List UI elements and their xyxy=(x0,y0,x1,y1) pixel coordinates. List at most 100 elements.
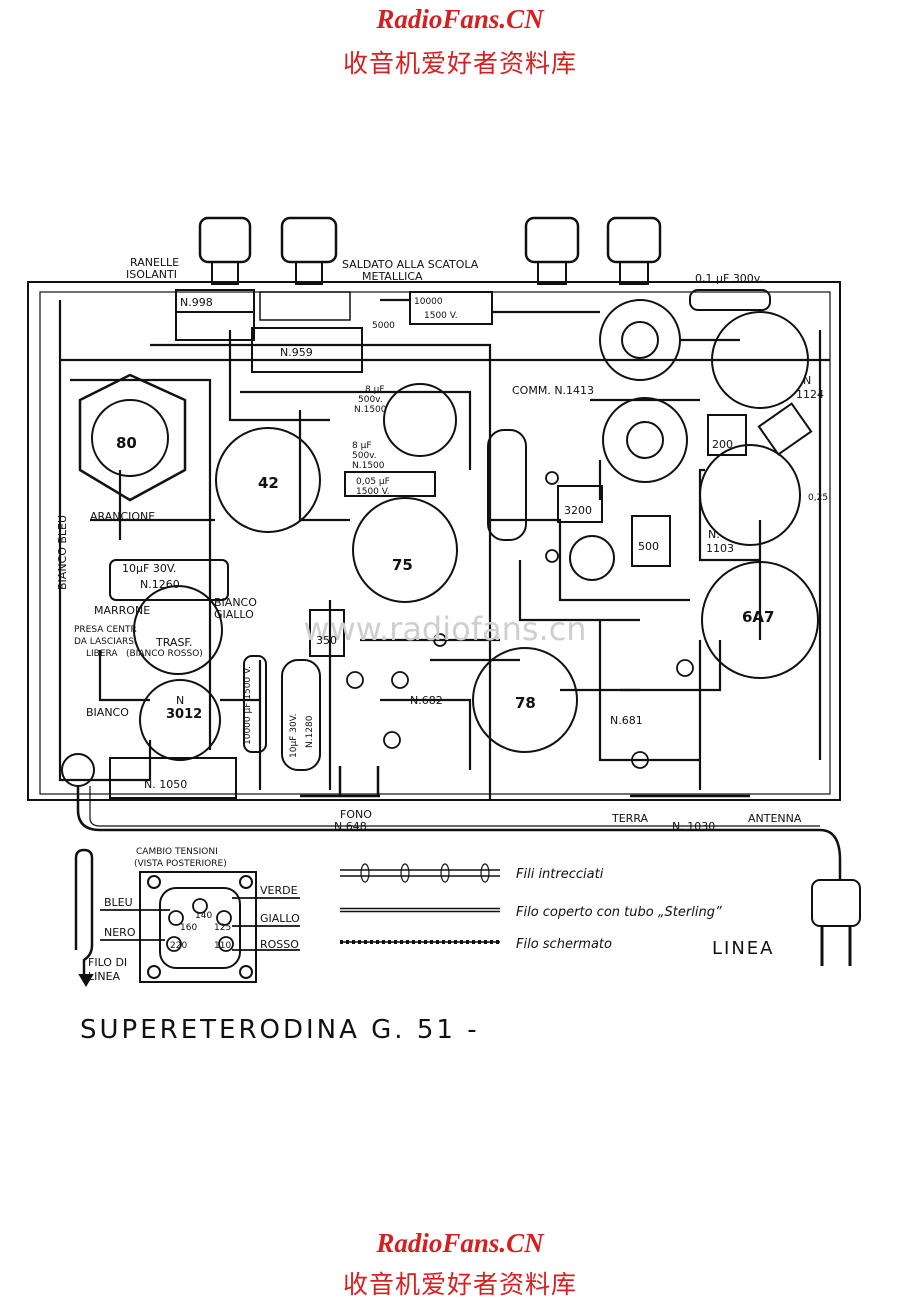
label-v110: 110 xyxy=(214,941,231,951)
header-site-name: RadioFans.CN xyxy=(376,4,544,34)
tube-78-socket xyxy=(472,647,578,753)
label-marrone: MARRONE xyxy=(94,604,150,617)
label-tube-42: 42 xyxy=(258,474,279,492)
label-n1280: N.1280 xyxy=(305,715,315,748)
transformer-n3012 xyxy=(139,679,221,761)
label-cap-10uf: 10μF 30V. xyxy=(122,562,176,575)
label-cap-10uf-2: 10μF 30V. xyxy=(289,713,299,758)
cap-500-box xyxy=(631,515,671,567)
label-cap-10000: 10000 xyxy=(414,297,443,307)
label-c350: 350 xyxy=(316,634,337,647)
label-bianco-1: BIANCO xyxy=(214,596,257,609)
label-n648: N.648 xyxy=(334,820,367,833)
terminal-n998 xyxy=(175,289,255,341)
cap-200-box xyxy=(707,414,747,456)
label-n1500-1: N.1500 xyxy=(354,405,387,415)
label-terra: TERRA xyxy=(611,812,649,825)
label-tube-75: 75 xyxy=(392,556,413,574)
header-subtitle: 收音机爱好者资料库 xyxy=(342,49,577,78)
label-bianco-rosso: (BIANCO ROSSO) xyxy=(126,649,203,659)
label-libera: LIBERA xyxy=(86,649,118,659)
label-antenna: ANTENNA xyxy=(748,812,802,825)
label-n959: N.959 xyxy=(280,346,313,359)
mains-lead-grommet xyxy=(61,753,95,787)
label-ranelle: RANELLE xyxy=(130,256,179,269)
wave-switch-top xyxy=(599,299,681,381)
label-n1103: 1103 xyxy=(706,542,734,555)
label-fono: FONO xyxy=(340,808,372,821)
cap-01uf-tube xyxy=(487,429,527,541)
label-n1050: N. 1050 xyxy=(144,778,187,791)
legend-label-shielded: Filo schermato xyxy=(516,937,612,952)
cap-3200-box xyxy=(557,485,603,523)
knob-left xyxy=(198,216,252,285)
legend-label-sterling: Filo coperto con tubo „Sterling” xyxy=(516,905,722,920)
label-c005-v: 1500 V. xyxy=(356,487,390,497)
wave-switch-bottom xyxy=(602,397,688,483)
label-n-1103a: N. xyxy=(708,528,720,541)
cap-10uf-n1280 xyxy=(281,659,321,771)
knob-switch xyxy=(606,216,662,285)
label-trasf: TRASF. xyxy=(155,636,192,649)
label-n998: N.998 xyxy=(180,296,213,309)
label-n1124: 1124 xyxy=(796,388,824,401)
label-v140: 140 xyxy=(195,911,212,921)
label-giallo-1: GIALLO xyxy=(214,608,254,621)
label-c3200: 3200 xyxy=(564,504,592,517)
label-tube-80: 80 xyxy=(116,434,137,452)
cap-350-box xyxy=(309,609,345,657)
tube-75-socket xyxy=(352,497,458,603)
label-saldato: SALDATO ALLA SCATOLA xyxy=(342,258,479,271)
label-bleu: BLEU xyxy=(104,896,133,909)
label-vista-posteriore: (VISTA POSTERIORE) xyxy=(134,859,227,869)
tube-42-socket xyxy=(215,427,321,533)
label-v220: 220 xyxy=(170,941,187,951)
label-metallica: METALLICA xyxy=(362,270,423,283)
label-v125: 125 xyxy=(214,923,231,933)
label-n: N xyxy=(803,374,811,387)
label-linea-small: LINEA xyxy=(88,970,121,983)
cap-01uf xyxy=(689,289,771,311)
label-c500v-1: 500v. xyxy=(358,395,383,405)
watermark-text: www.radiofans.cn xyxy=(303,610,586,648)
legend-label-twisted: Fili intrecciati xyxy=(516,867,604,882)
label-n682: N.682 xyxy=(410,694,443,707)
label-da-lasciarsi: DA LASCIARSI xyxy=(74,637,137,647)
label-cambio-tensioni: CAMBIO TENSIONI xyxy=(136,847,218,857)
label-giallo: GIALLO xyxy=(260,912,300,925)
label-isolanti: ISOLANTI xyxy=(126,268,177,281)
label-c500v-2: 500v. xyxy=(352,451,377,461)
label-verde: VERDE xyxy=(260,884,298,897)
mains-plug xyxy=(811,879,861,927)
label-v160: 160 xyxy=(180,923,197,933)
label-rosso: ROSSO xyxy=(260,938,299,951)
cap-8uf-can xyxy=(383,383,457,457)
knob-volume xyxy=(280,216,338,285)
cap-10uf xyxy=(109,559,229,601)
label-n1500-2: N.1500 xyxy=(352,461,385,471)
label-n3012: 3012 xyxy=(166,707,202,722)
label-n681: N.681 xyxy=(610,714,643,727)
label-tube-6a7: 6A7 xyxy=(742,608,774,626)
knob-tuning xyxy=(524,216,580,285)
label-cap-5000: 5000 xyxy=(372,321,395,331)
label-bianco: BIANCO xyxy=(86,706,129,719)
legend-twisted xyxy=(340,863,500,883)
chassis-outline xyxy=(27,281,841,801)
label-filo-di: FILO DI xyxy=(88,956,127,969)
label-c8uf-2: 8 μF xyxy=(352,441,372,451)
label-nero: NERO xyxy=(104,926,136,939)
label-cap-1500v: 1500 V. xyxy=(424,311,458,321)
label-linea: LINEA xyxy=(712,938,775,959)
power-transformer xyxy=(133,585,223,675)
voltage-changer xyxy=(139,871,257,983)
tube-80-socket xyxy=(78,373,187,502)
terminal-n1050 xyxy=(109,757,237,799)
label-cap-01uf: 0,1 μF 300v. xyxy=(695,272,763,285)
diagram-title: SUPERETERODINA G. 51 - xyxy=(80,1015,480,1045)
label-n1030: N. 1030 xyxy=(672,820,715,833)
label-c200: 200 xyxy=(712,438,733,451)
footer-site-name: RadioFans.CN xyxy=(376,1228,544,1258)
label-arancione: ARANCIONE xyxy=(90,510,155,523)
